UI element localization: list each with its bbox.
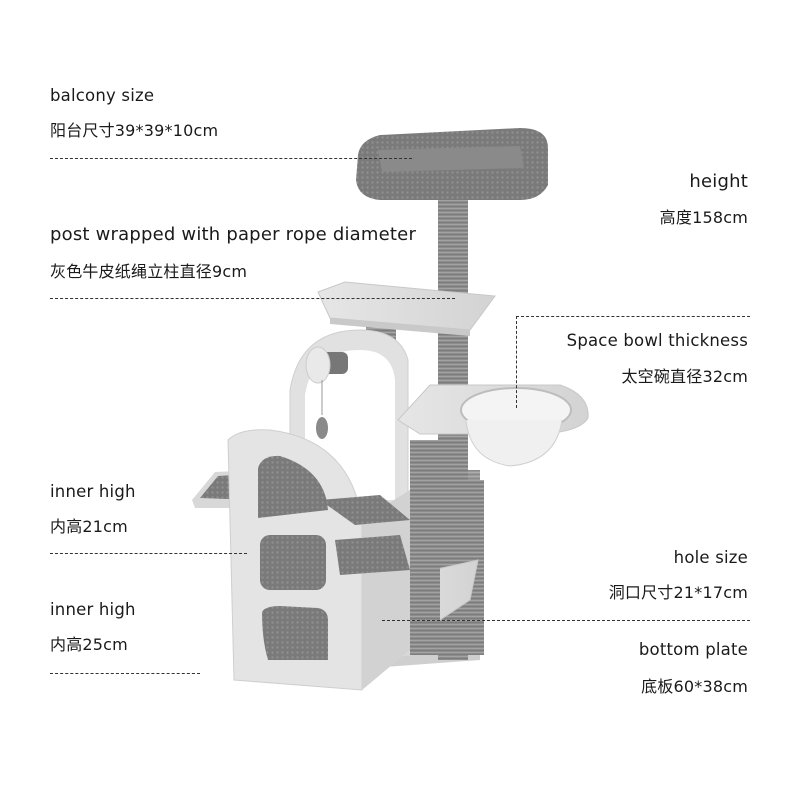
- inner-high-2-label-en: inner high: [50, 600, 136, 619]
- hole-top: [258, 455, 328, 518]
- inner-high-1-label-en: inner high: [50, 482, 136, 501]
- hole-bottom: [262, 606, 328, 660]
- balcony-label-zh: 阳台尺寸39*39*10cm: [50, 121, 219, 140]
- box-panel: [227, 429, 410, 691]
- fish-toy: [316, 417, 328, 439]
- bottom-label-en: bottom plate: [638, 640, 748, 659]
- bowl-label-en: Space bowl thickness: [566, 331, 748, 350]
- bowl-leader-line-v: [516, 316, 517, 408]
- post-label-en: post wrapped with paper rope diameter: [50, 224, 417, 245]
- inner-high-2-leader-line: [50, 673, 200, 674]
- balcony-leader-line: [50, 158, 412, 159]
- mid-platform: [317, 281, 496, 331]
- space-bowl-platform: [397, 384, 589, 467]
- front-post: [410, 440, 440, 655]
- hole-label-zh: 洞口尺寸21*17cm: [608, 583, 748, 602]
- bowl-label-zh: 太空碗直径32cm: [621, 367, 748, 386]
- hole-leader-line: [382, 620, 750, 621]
- hole-middle: [260, 535, 326, 590]
- hole-label-en: hole size: [673, 548, 748, 567]
- post-label-zh: 灰色牛皮纸绳立柱直径9cm: [50, 262, 248, 281]
- balcony-bed: [356, 128, 548, 200]
- height-label-en: height: [689, 171, 748, 192]
- balcony-label-en: balcony size: [50, 86, 155, 105]
- height-label-zh: 高度158cm: [659, 208, 748, 227]
- bowl-leader-line-h: [516, 316, 750, 317]
- inner-high-1-leader-line: [50, 553, 247, 554]
- inner-high-1-label-zh: 内高21cm: [50, 517, 128, 536]
- inner-high-2-label-zh: 内高25cm: [50, 635, 128, 654]
- bottom-label-zh: 底板60*38cm: [641, 677, 748, 696]
- post-leader-line: [50, 298, 455, 299]
